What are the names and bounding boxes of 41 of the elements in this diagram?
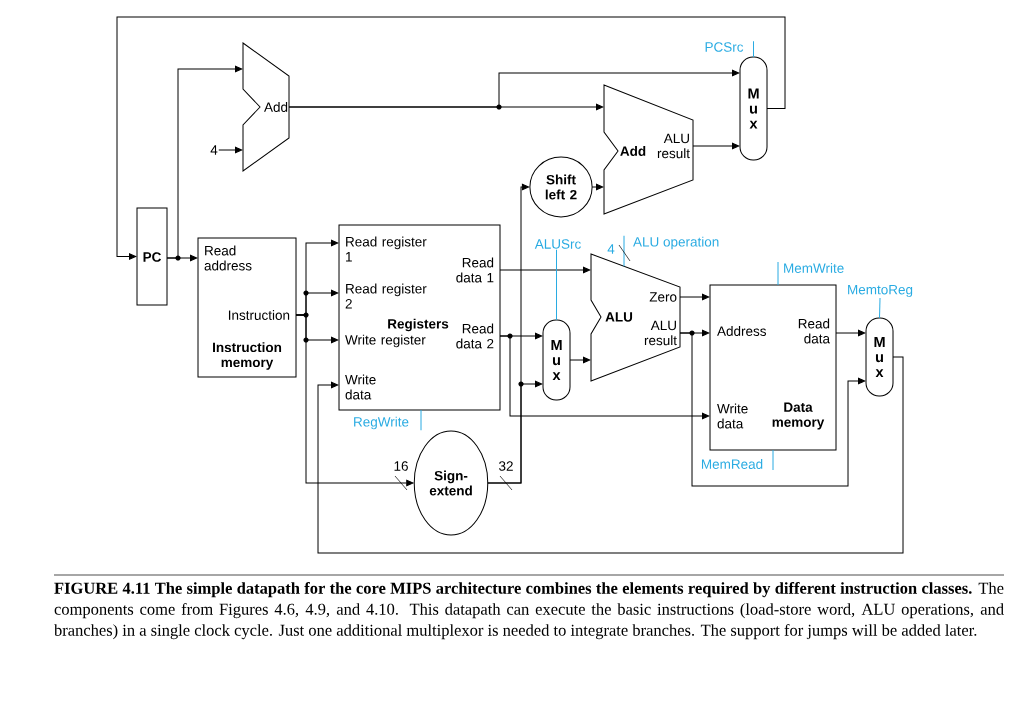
bus-width-label: 16 xyxy=(394,461,408,471)
control-label: ALUSrc xyxy=(534,239,581,249)
control-line xyxy=(556,249,557,321)
caption: FIGURE 4.11 The simple datapath for the core MIPS architecture combines the elements required by different instruction classes. The components come from Figures 4.6, 4.9, and 4.10. This datapath can execute the basic instructions (load-store word, ALU operations, and branches) in a single clock cycle. Just one additional multiplexor is needed to integrate branches. The support for jumps will be added later. xyxy=(54,582,1004,640)
arrow xyxy=(692,142,740,150)
multiplexer: Mux xyxy=(739,56,768,161)
control-line xyxy=(623,235,625,267)
multiplexer: Mux xyxy=(542,319,571,401)
arrow xyxy=(487,380,543,484)
arrow xyxy=(288,69,740,108)
register-file-box: Read register 1 Read register 2 Write register Write data Registers Read data 1 Read data 2 xyxy=(338,224,501,411)
memory-box: Read address Instruction Instruction memory xyxy=(197,237,297,378)
multiplexer: Mux xyxy=(865,317,894,397)
bus-width-label: 4 xyxy=(607,244,615,254)
control-label: MemRead xyxy=(702,459,763,469)
control-label: PCSrc xyxy=(705,42,744,52)
arrow xyxy=(218,146,243,154)
control-label: ALU operation xyxy=(633,236,719,250)
control-label: RegWrite xyxy=(354,416,409,430)
control-line xyxy=(420,409,422,431)
arrow xyxy=(679,293,710,301)
arrow xyxy=(166,65,243,259)
arrow xyxy=(116,16,786,260)
arrow xyxy=(499,266,591,274)
arrow xyxy=(295,314,414,487)
bus-width-label: 32 xyxy=(499,461,513,471)
arrow xyxy=(591,183,604,191)
control-label: MemWrite xyxy=(784,263,844,273)
input-label: 4 xyxy=(210,145,218,155)
register-box: PC xyxy=(136,207,168,306)
arrow xyxy=(499,335,710,420)
control-line xyxy=(777,261,779,286)
arrow xyxy=(679,332,866,487)
control-line xyxy=(753,40,754,58)
arrow xyxy=(317,356,904,554)
control-line xyxy=(879,297,881,319)
control-line xyxy=(772,449,774,471)
memory-box: Address Read data Write data Data memory xyxy=(709,284,837,451)
arrow xyxy=(569,356,591,364)
control-label: MemtoReg xyxy=(848,284,913,298)
arrow xyxy=(835,329,866,337)
